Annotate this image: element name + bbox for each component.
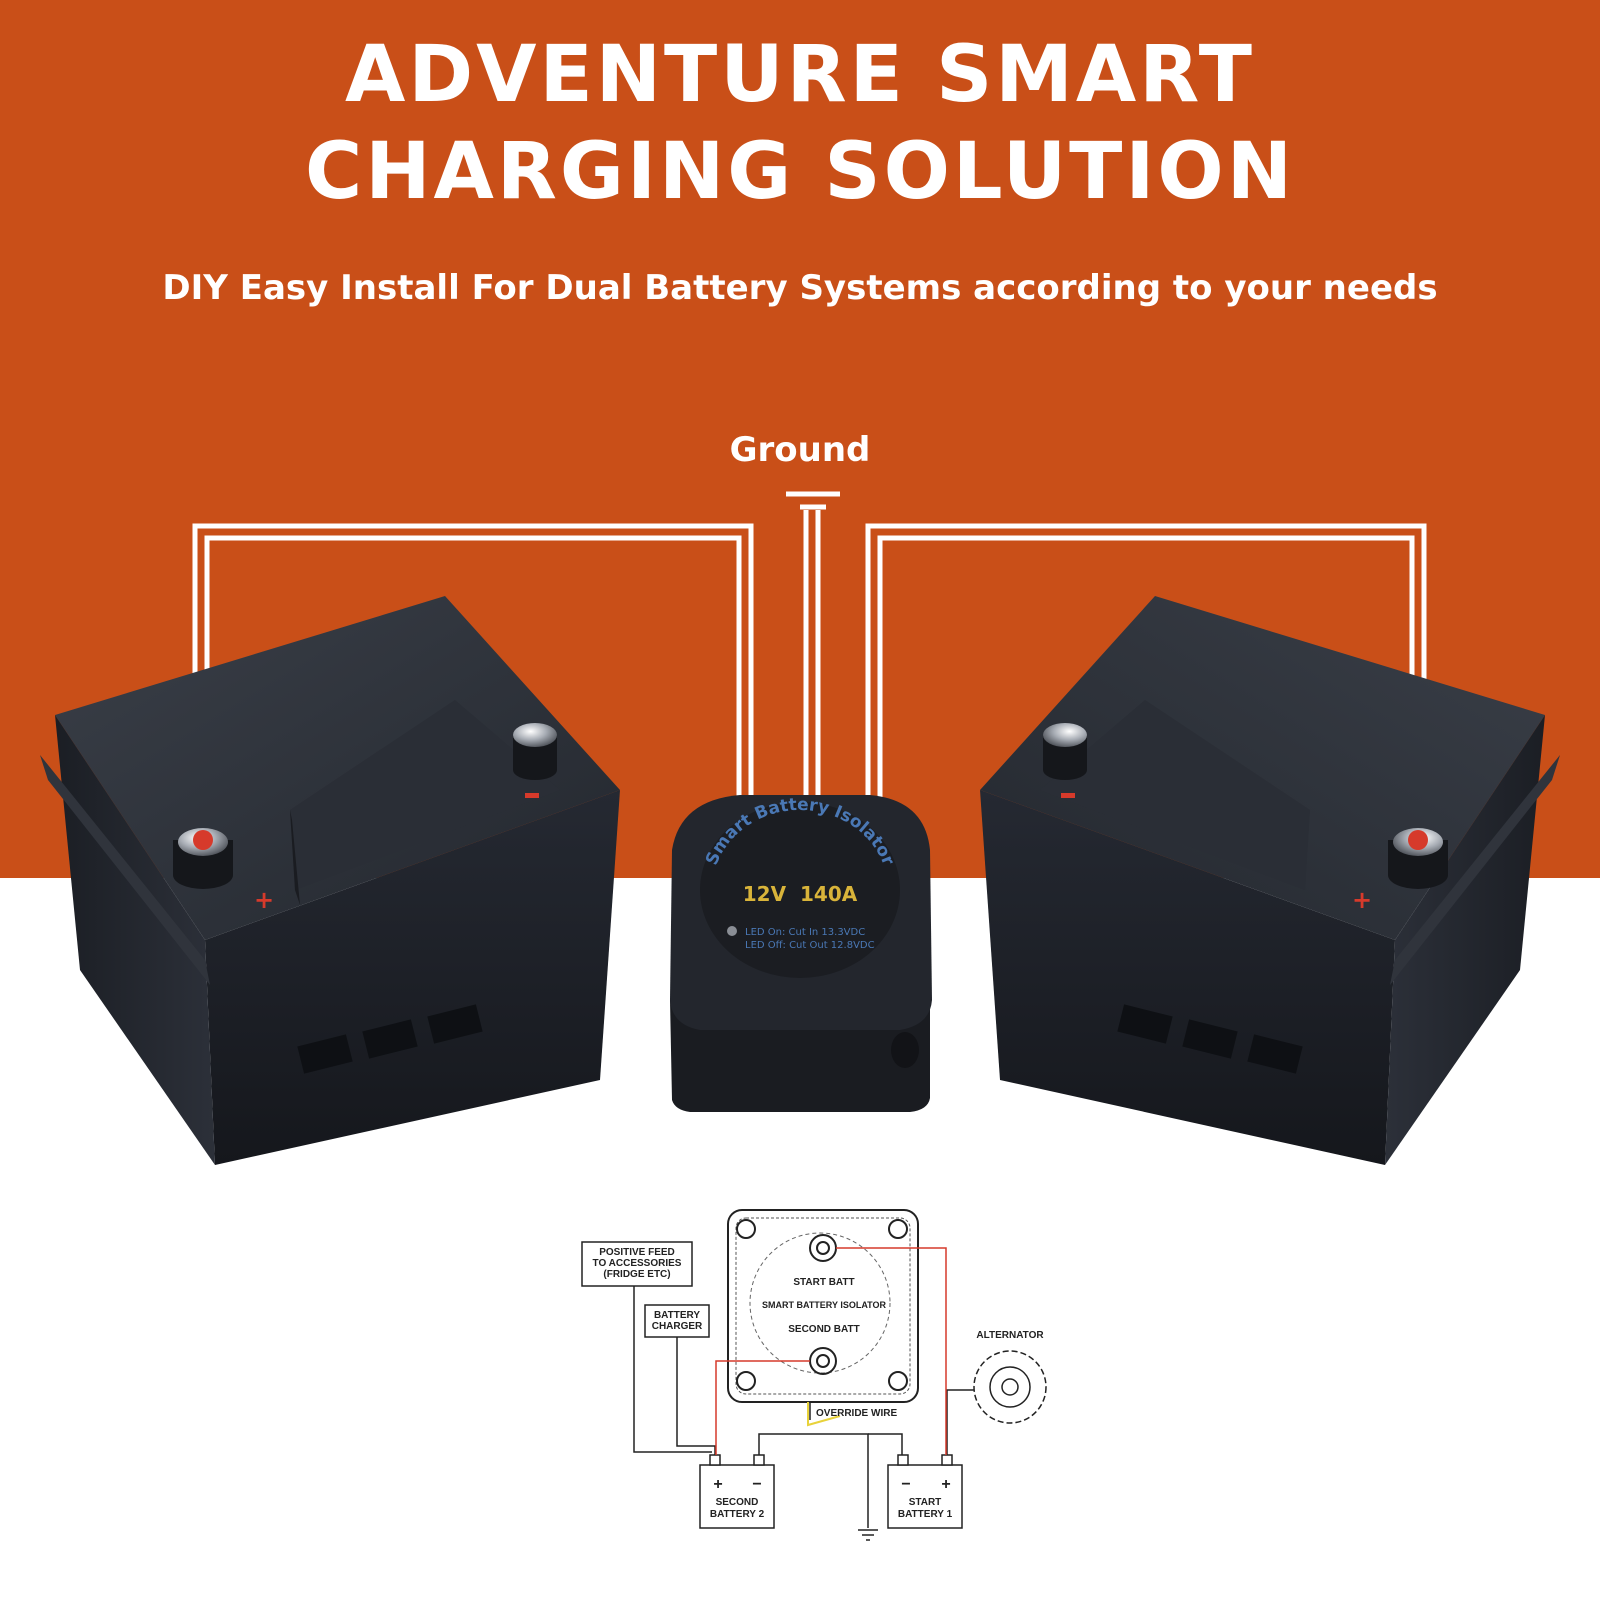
diagram-second-battery <box>699 1464 775 1529</box>
svg-text:+: + <box>713 1476 722 1493</box>
minus-icon <box>525 793 539 798</box>
diagram-second-batt: SECOND BATT <box>788 1324 859 1335</box>
diagram-charger-2: CHARGER <box>652 1321 703 1332</box>
diagram-positive-feed-3: (FRIDGE ETC) <box>603 1269 670 1280</box>
ground-label: Ground <box>729 430 871 470</box>
page-title-line2: CHARGING SOLUTION <box>304 127 1295 217</box>
isolator-led-on: LED On: Cut In 13.3VDC <box>745 927 865 938</box>
battery-isolator: Smart Battery Isolator 12V 140A LED On: … <box>670 795 932 1112</box>
diagram-override-wire <box>807 1402 841 1427</box>
svg-text:+: + <box>941 1476 950 1493</box>
plus-icon: + <box>1352 886 1372 914</box>
diagram-start-batt: START BATT <box>793 1277 854 1288</box>
battery-left-pos-post <box>173 828 233 889</box>
alternator-icon <box>973 1350 1047 1424</box>
page-subtitle: DIY Easy Install For Dual Battery System… <box>162 268 1438 308</box>
battery-left-neg-post <box>513 723 557 780</box>
battery-left: + <box>40 596 620 1165</box>
battery-right <box>980 596 1560 1165</box>
ground-symbol-icon <box>786 491 840 800</box>
svg-text:−: − <box>901 1476 910 1493</box>
diagram-start-battery-1: START <box>909 1497 942 1508</box>
isolator-led-off: LED Off: Cut Out 12.8VDC <box>745 940 875 951</box>
diagram-override-label: OVERRIDE WIRE <box>816 1408 897 1419</box>
diagram-start-battery-2: BATTERY 1 <box>898 1509 953 1520</box>
isolator-rating: 12V 140A <box>743 882 858 906</box>
led-indicator-icon <box>727 926 737 936</box>
diagram-smart-isolator: SMART BATTERY ISOLATOR <box>762 1300 887 1310</box>
diagram-charger-1: BATTERY <box>654 1310 700 1321</box>
diagram-alternator: ALTERNATOR <box>976 1330 1044 1341</box>
diagram-isolator-box <box>727 1209 919 1403</box>
plus-icon: + <box>254 886 274 914</box>
diagram-second-battery-1: SECOND <box>716 1497 759 1508</box>
ground-symbol-icon <box>858 1529 878 1541</box>
diagram-start-battery <box>887 1464 963 1529</box>
diagram-positive-feed-1: POSITIVE FEED <box>599 1247 675 1258</box>
svg-text:−: − <box>752 1476 761 1493</box>
diagram-positive-feed-2: TO ACCESSORIES <box>593 1258 682 1269</box>
diagram-second-battery-2: BATTERY 2 <box>710 1509 765 1520</box>
page-title-line1: ADVENTURE SMART <box>344 30 1255 120</box>
wiring-diagram: START BATT SMART BATTERY ISOLATOR SECOND… <box>581 1209 1047 1541</box>
